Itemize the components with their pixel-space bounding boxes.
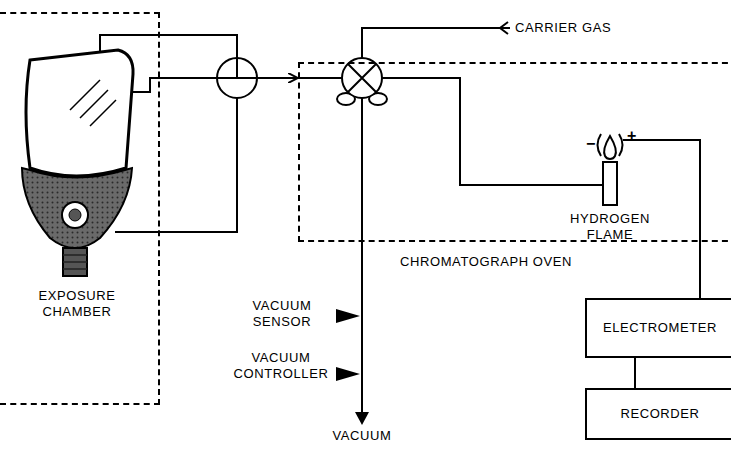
chromatograph-oven-region: CHROMATOGRAPH OVEN <box>298 62 731 242</box>
region-label: CHROMATOGRAPH OVEN <box>400 254 572 270</box>
mask-lower-part <box>22 168 132 248</box>
sample-line <box>133 78 160 92</box>
carrier-gas-arrowhead <box>500 22 508 34</box>
hydrogen-flame-label: HYDROGEN FLAME <box>545 211 675 244</box>
exposure-chamber-region: EXPOSURE CHAMBER <box>0 12 160 405</box>
mask-hose <box>63 248 87 276</box>
vacuum-controller-label: VACUUM CONTROLLER <box>230 350 332 383</box>
connector <box>634 358 636 388</box>
sample-line <box>298 77 342 79</box>
column-line <box>382 78 603 185</box>
electrode-negative <box>598 134 602 156</box>
burner-tube <box>603 162 617 205</box>
electrometer-box: ELECTROMETER <box>585 298 731 358</box>
electrode-positive <box>619 134 623 156</box>
flame <box>604 136 616 159</box>
carrier-gas-label: CARRIER GAS <box>515 20 611 36</box>
three-way-valve-port <box>237 58 257 78</box>
mask-window <box>26 50 133 176</box>
connector <box>160 77 298 79</box>
vacuum-sensor-marker <box>336 309 360 323</box>
carrier-gas-line <box>362 28 510 58</box>
hose-ribs <box>63 255 87 269</box>
exhalation-valve-center <box>69 209 81 221</box>
exhalation-valve <box>62 202 88 228</box>
box-label: ELECTROMETER <box>603 320 717 336</box>
window-glare <box>70 80 116 126</box>
connector <box>699 242 701 298</box>
sampling-valve-cross <box>348 64 376 92</box>
box-label: RECORDER <box>620 406 699 422</box>
vacuum-arrowhead <box>355 412 369 425</box>
return-line <box>115 98 237 232</box>
electrode-wire <box>640 140 700 242</box>
vacuum-label: VACUUM <box>312 428 412 444</box>
vacuum-line <box>361 98 363 414</box>
electrode-polarity: + <box>627 126 637 146</box>
vacuum-sensor-label: VACUUM SENSOR <box>232 298 332 331</box>
vacuum-controller-marker <box>336 367 360 381</box>
sampling-valve <box>342 58 382 98</box>
region-label: EXPOSURE CHAMBER <box>22 288 132 321</box>
recorder-box: RECORDER <box>585 388 731 440</box>
electrode-polarity: − <box>586 134 596 154</box>
